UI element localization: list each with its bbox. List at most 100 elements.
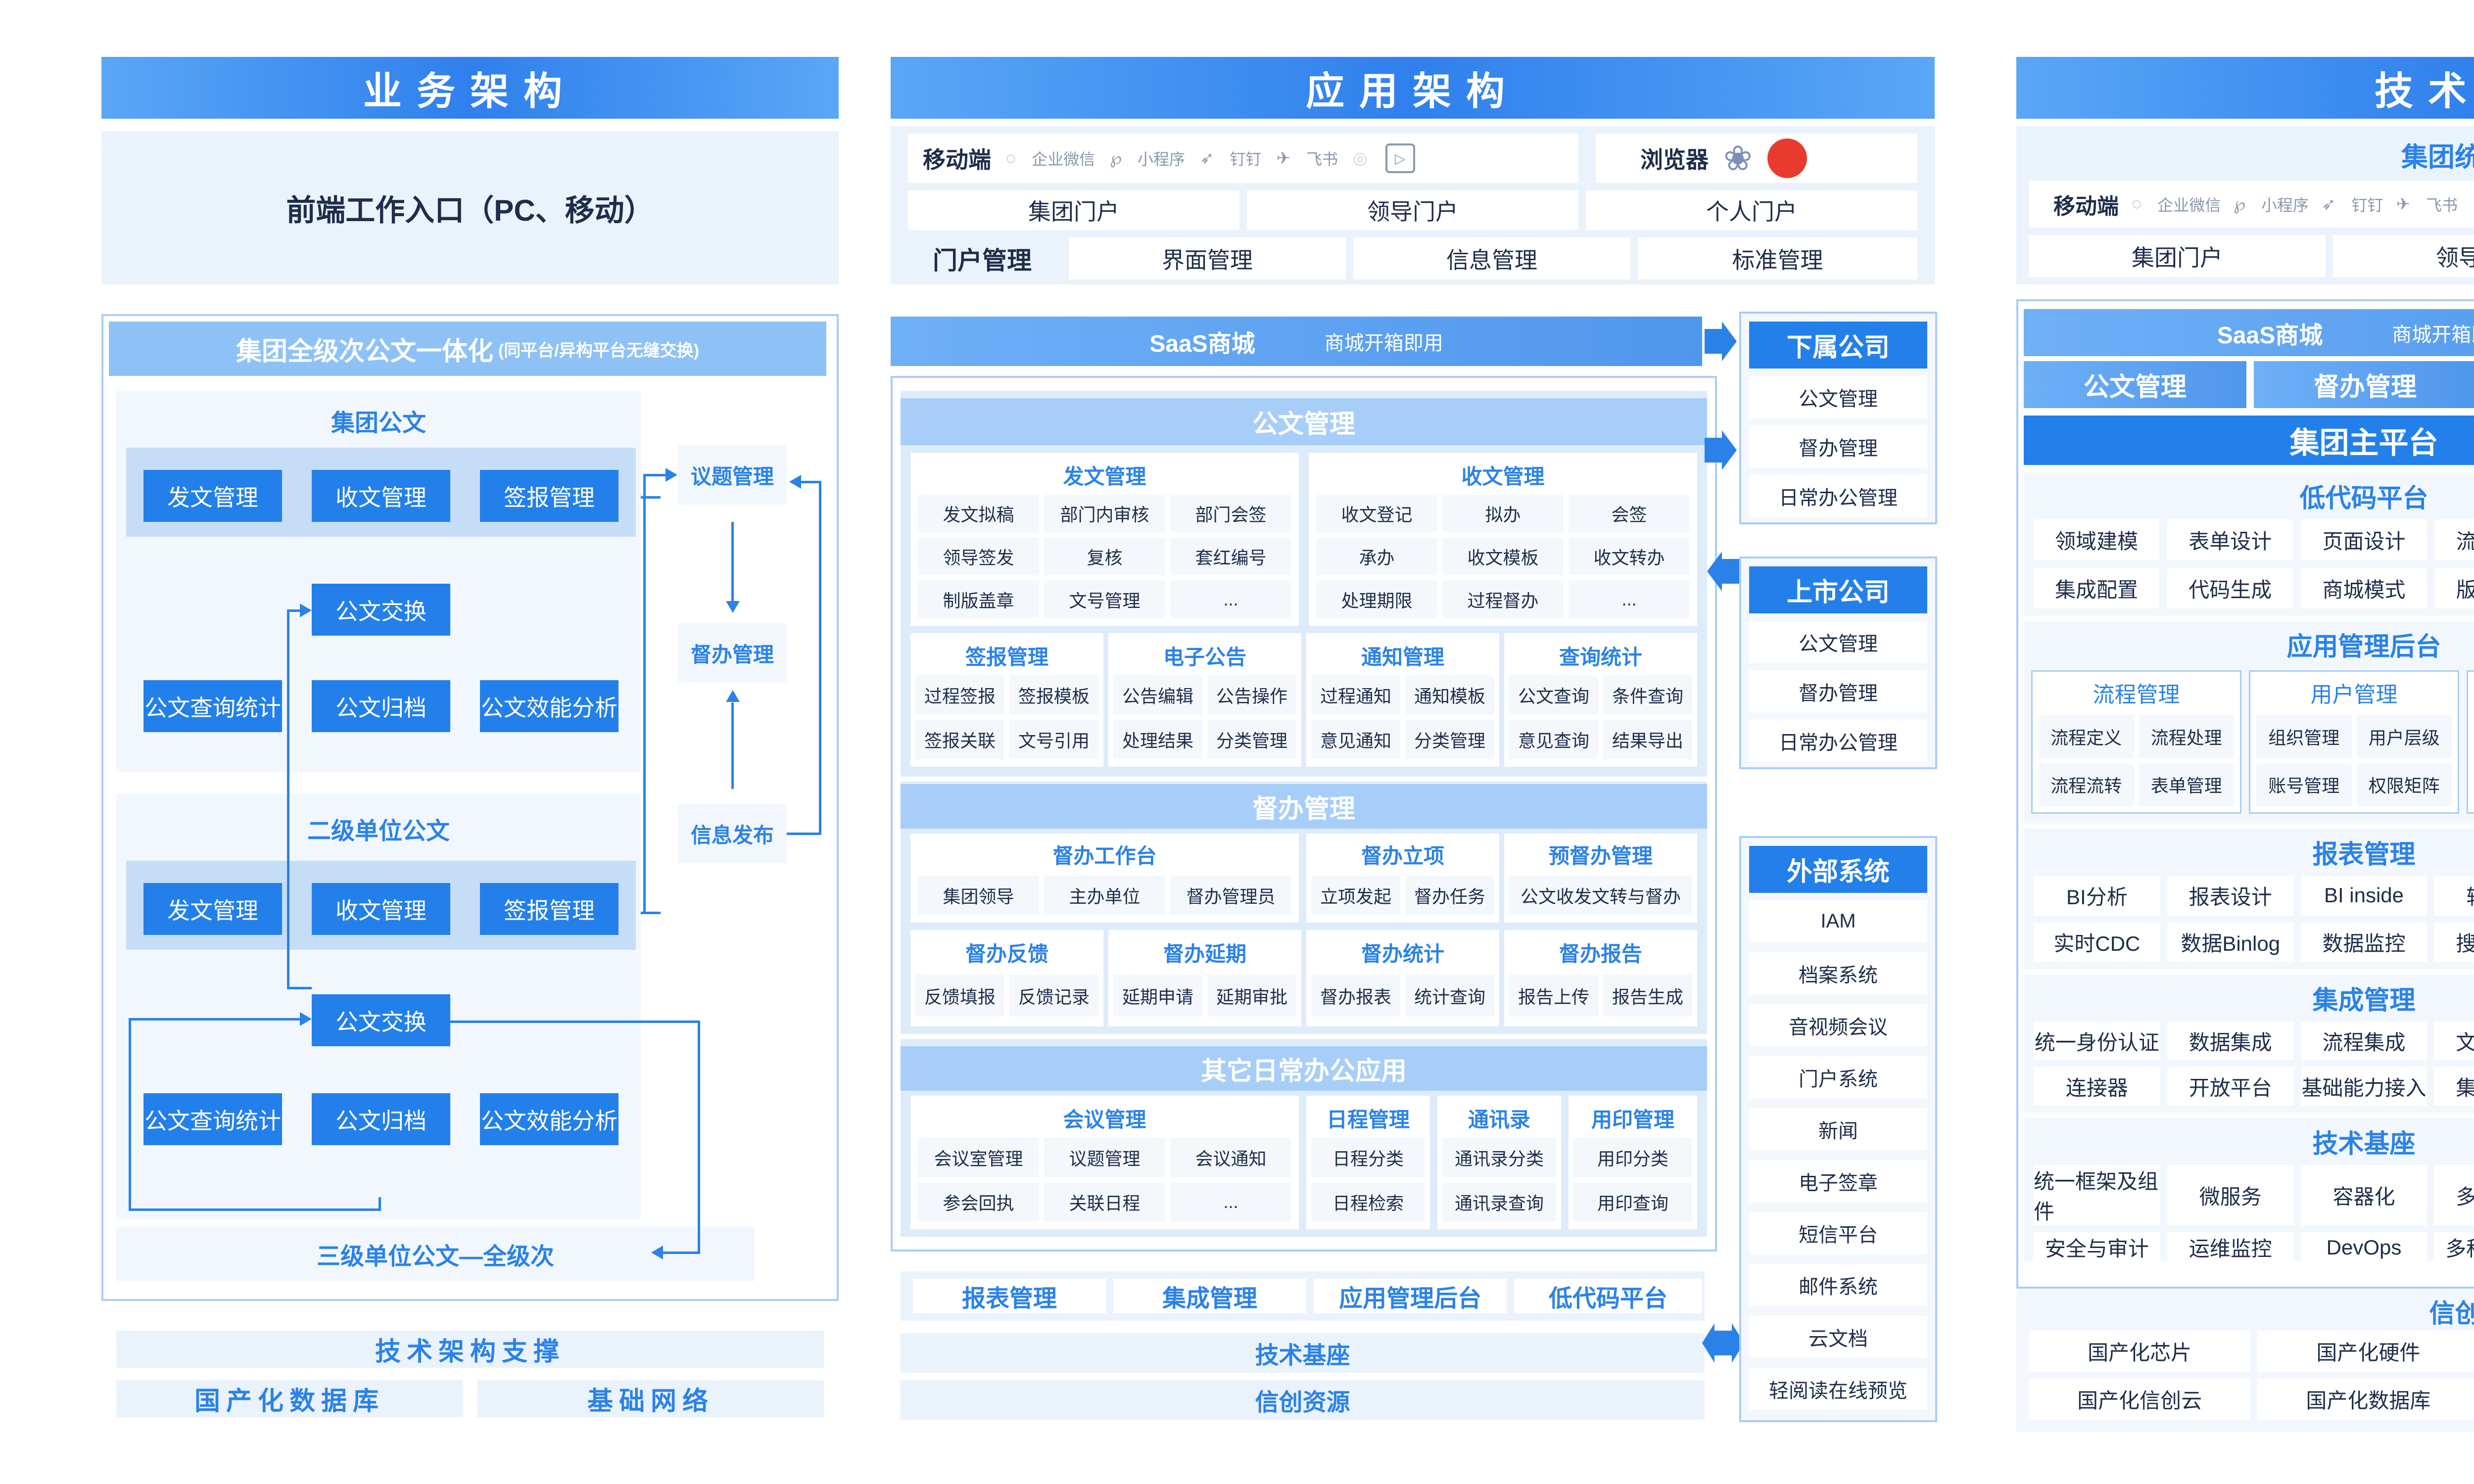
subsidiary-doc[interactable]: 公文管理 (1749, 376, 1927, 418)
lowcode-item[interactable]: 集成配置 (2034, 568, 2160, 608)
listed-supervise[interactable]: 督办管理 (1749, 670, 1927, 712)
flow-item[interactable]: 流程定义 (2039, 715, 2134, 758)
send-item[interactable]: 复核 (1044, 537, 1165, 576)
tech-base-item[interactable]: 多云适配 (2434, 1165, 2474, 1225)
lotus-browser-icon[interactable]: ❀ (1723, 139, 1753, 178)
receive-item[interactable]: 收文转办 (1569, 537, 1690, 576)
portal-mgmt-ui[interactable]: 界面管理 (1069, 237, 1346, 279)
tech-base-item[interactable]: 容器化 (2300, 1165, 2427, 1225)
notify-item[interactable]: 分类管理 (1405, 720, 1494, 759)
integration-item[interactable]: 集成套件 (2434, 1067, 2474, 1106)
meeting-item[interactable]: 会议通知 (1170, 1138, 1291, 1177)
dingtalk-channel[interactable]: ➶钉钉 (1200, 147, 1262, 170)
receive-item[interactable]: 承办 (1316, 537, 1437, 576)
external-sms[interactable]: 短信平台 (1749, 1212, 1927, 1254)
iaas-item[interactable]: 国产化芯片 (2029, 1331, 2251, 1372)
external-preview[interactable]: 轻阅读在线预览 (1749, 1368, 1927, 1410)
tab-integration-mgmt[interactable]: 集成管理 (1113, 1279, 1306, 1313)
lowcode-item[interactable]: 表单设计 (2167, 519, 2293, 560)
workbench-item[interactable]: 集团领导 (918, 876, 1039, 915)
integration-item[interactable]: 数据集成 (2167, 1021, 2294, 1060)
subsidiary-daily[interactable]: 日常办公管理 (1749, 475, 1927, 517)
play-app-channel[interactable]: ▷ (1385, 143, 1418, 173)
lowcode-item[interactable]: 代码生成 (2167, 568, 2293, 608)
tab-app-admin[interactable]: 应用管理后台 (1314, 1279, 1507, 1313)
other-app-channel[interactable]: ◎ (1353, 148, 1371, 168)
subsidiary-supervise[interactable]: 督办管理 (1749, 425, 1927, 467)
tech-miniprogram-channel[interactable]: ℘小程序 (2234, 193, 2309, 216)
user-item[interactable]: 权限矩阵 (2356, 763, 2452, 806)
integration-item[interactable]: 文档集成 (2434, 1021, 2474, 1060)
notice-item[interactable]: 处理结果 (1113, 720, 1202, 759)
group-sign-report[interactable]: 签报管理 (480, 470, 618, 522)
receive-item[interactable]: 收文模板 (1442, 537, 1564, 576)
external-portal[interactable]: 门户系统 (1749, 1056, 1927, 1098)
miniprogram-channel[interactable]: ℘小程序 (1110, 147, 1185, 170)
group-receive-doc[interactable]: 收文管理 (312, 470, 450, 522)
tech-feishu-channel[interactable]: ✈飞书 (2396, 193, 2458, 216)
query-item[interactable]: 条件查询 (1603, 675, 1692, 715)
notify-item[interactable]: 过程通知 (1311, 675, 1400, 715)
contacts-item[interactable]: 通讯录查询 (1442, 1182, 1556, 1222)
group-doc-query[interactable]: 公文查询统计 (143, 680, 282, 732)
send-item[interactable]: 部门会签 (1170, 495, 1291, 533)
tab-report-mgmt[interactable]: 报表管理 (913, 1279, 1106, 1313)
notice-item[interactable]: 分类管理 (1207, 720, 1296, 759)
tech-portal-group[interactable]: 集团门户 (2029, 235, 2326, 277)
tab-lowcode[interactable]: 低代码平台 (1514, 1279, 1702, 1313)
schedule-item[interactable]: 日程检索 (1311, 1182, 1425, 1222)
tech-base-item[interactable]: 微服务 (2167, 1165, 2294, 1225)
meeting-item[interactable]: 议题管理 (1044, 1138, 1165, 1177)
report-item[interactable]: 报表设计 (2167, 876, 2294, 916)
second-sign-report[interactable]: 签报管理 (480, 883, 618, 935)
query-item[interactable]: 意见查询 (1509, 720, 1598, 759)
second-doc-archive[interactable]: 公文归档 (312, 1093, 450, 1145)
tech-portal-leader[interactable]: 领导门户 (2333, 235, 2474, 277)
meeting-item[interactable]: 会议室管理 (918, 1138, 1039, 1177)
listed-doc[interactable]: 公文管理 (1749, 621, 1927, 663)
topic-management[interactable]: 议题管理 (678, 445, 787, 505)
receive-item[interactable]: 收文登记 (1316, 495, 1437, 533)
external-esign[interactable]: 电子签章 (1749, 1160, 1927, 1202)
lowcode-item[interactable]: 商城模式 (2301, 568, 2427, 608)
notice-item[interactable]: 公告操作 (1207, 675, 1296, 715)
supervise-management[interactable]: 督办管理 (678, 623, 787, 683)
lowcode-item[interactable]: 页面设计 (2301, 519, 2427, 560)
query-item[interactable]: 公文查询 (1509, 675, 1598, 715)
lowcode-item[interactable]: 版本管理 (2434, 568, 2474, 608)
flow-item[interactable]: 流程流转 (2039, 763, 2134, 806)
group-doc-archive[interactable]: 公文归档 (312, 680, 450, 732)
iaas-item[interactable]: 国产化信创云 (2029, 1379, 2251, 1420)
wecom-channel[interactable]: ◌企业微信 (1006, 147, 1095, 170)
send-item[interactable]: 领导签发 (918, 537, 1039, 576)
schedule-item[interactable]: 日程分类 (1311, 1138, 1425, 1177)
receive-item[interactable]: ... (1569, 580, 1690, 618)
flow-item[interactable]: 表单管理 (2139, 763, 2234, 806)
group-send-doc[interactable]: 发文管理 (143, 470, 282, 522)
contacts-item[interactable]: 通讯录分类 (1442, 1138, 1556, 1177)
report-item[interactable]: 实时CDC (2034, 922, 2160, 962)
notify-item[interactable]: 意见通知 (1311, 720, 1400, 759)
iaas-item[interactable]: 国产化数据库 (2257, 1379, 2474, 1420)
receive-item[interactable]: 会签 (1569, 495, 1690, 533)
send-item[interactable]: 文号管理 (1044, 580, 1165, 618)
external-news[interactable]: 新闻 (1749, 1108, 1927, 1150)
receive-item[interactable]: 过程督办 (1442, 580, 1564, 618)
report-item[interactable]: 搜索推荐 (2434, 922, 2474, 962)
sign-item[interactable]: 过程签报 (915, 675, 1004, 715)
seal-item[interactable]: 用印查询 (1573, 1182, 1692, 1222)
stats-item[interactable]: 督办报表 (1311, 974, 1400, 1017)
seal-item[interactable]: 用印分类 (1573, 1138, 1692, 1177)
portal-mgmt-standard[interactable]: 标准管理 (1638, 237, 1917, 279)
tech-base-item[interactable]: 多租户管理 (2434, 1232, 2474, 1262)
query-item[interactable]: 结果导出 (1603, 720, 1692, 759)
meeting-item[interactable]: 参会回执 (918, 1182, 1039, 1222)
iaas-item[interactable]: 国产化硬件 (2257, 1331, 2474, 1372)
integration-item[interactable]: 开放平台 (2167, 1067, 2294, 1106)
notify-item[interactable]: 通知模板 (1405, 675, 1494, 715)
workbench-item[interactable]: 主办单位 (1044, 876, 1165, 915)
receive-item[interactable]: 拟办 (1442, 495, 1564, 533)
sign-item[interactable]: 签报模板 (1009, 675, 1098, 715)
send-item[interactable]: ... (1170, 580, 1291, 618)
external-iam[interactable]: IAM (1749, 900, 1927, 942)
